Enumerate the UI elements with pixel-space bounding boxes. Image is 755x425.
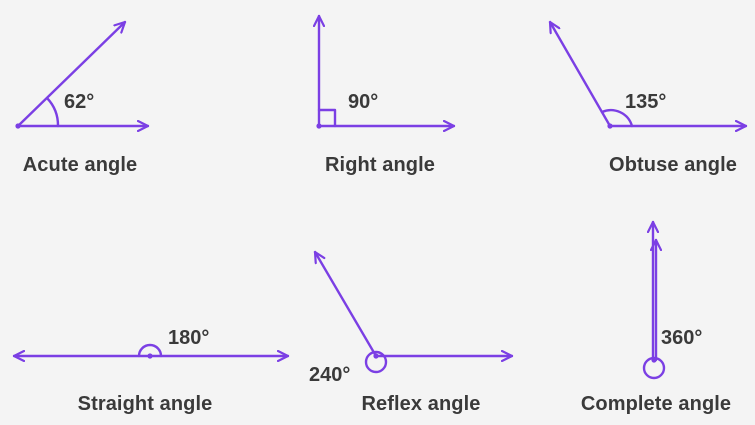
right-angle-square (317, 108, 337, 128)
complete-caption: Complete angle (580, 393, 732, 415)
straight-caption: Straight angle (77, 393, 213, 415)
reflex-angle-arc (364, 350, 388, 374)
complete-measure: 360° (661, 327, 703, 349)
obtuse-angle-arc (600, 108, 634, 128)
complete-vertex (651, 357, 657, 363)
right-measure: 90° (348, 91, 379, 113)
obtuse-arm-ray (548, 20, 612, 128)
reflex-vertex (373, 353, 379, 359)
straight-angle-figure (12, 343, 290, 359)
reflex-caption: Reflex angle (361, 393, 481, 415)
straight-vertex (147, 353, 153, 359)
reflex-arm-ray (313, 250, 378, 358)
right-caption: Right angle (325, 154, 435, 176)
acute-arm-ray (16, 20, 127, 128)
acute-angle-arc (45, 96, 60, 128)
acute-angle-figure (15, 20, 150, 129)
obtuse-angle-figure (548, 20, 748, 129)
obtuse-measure: 135° (625, 91, 667, 113)
complete-angle-figure (642, 220, 666, 380)
obtuse-vertex (607, 123, 613, 129)
obtuse-caption: Obtuse angle (609, 154, 737, 176)
reflex-measure: 240° (309, 364, 351, 386)
right-vertex (316, 123, 322, 129)
acute-measure: 62° (64, 91, 95, 113)
straight-angle-arc (137, 343, 163, 358)
acute-caption: Acute angle (22, 154, 138, 176)
straight-measure: 180° (168, 327, 210, 349)
reflex-angle-figure (313, 250, 514, 374)
acute-vertex (15, 123, 21, 129)
right-angle-figure (316, 14, 456, 129)
